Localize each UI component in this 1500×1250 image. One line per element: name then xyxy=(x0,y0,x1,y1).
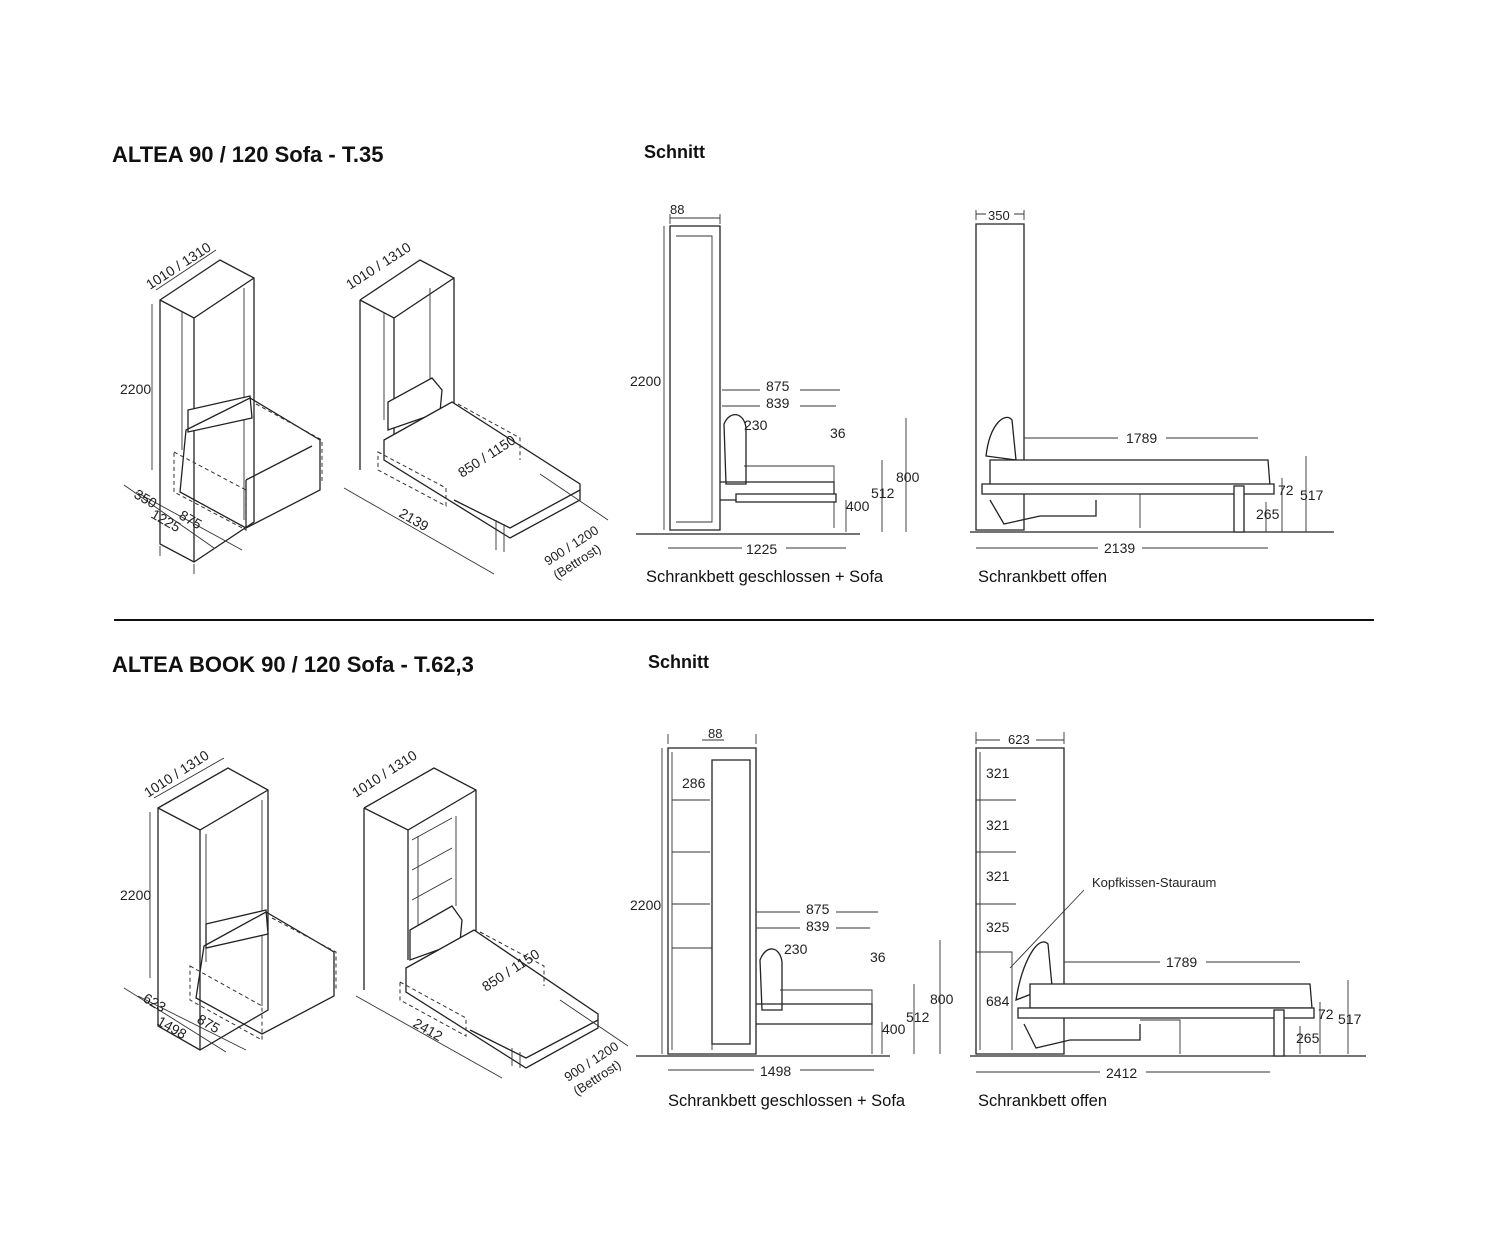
iso-open-width: 1010 / 1310 xyxy=(343,239,414,293)
section-title: ALTEA BOOK 90 / 120 Sofa - T.62,3 xyxy=(112,652,474,677)
iso-closed-width: 1010 / 1310 xyxy=(143,239,214,293)
open-dim-265: 265 xyxy=(1296,1030,1320,1046)
closed-dim-height: 2200 xyxy=(630,897,661,913)
open-dim-72: 72 xyxy=(1318,1006,1334,1022)
open-storage-label: Kopfkissen-Stauraum xyxy=(1092,875,1216,890)
closed-dim-height: 2200 xyxy=(630,373,661,389)
closed-dim-286: 286 xyxy=(682,775,706,791)
section-label-schnitt: Schnitt xyxy=(648,652,709,672)
open-dim-bottom: 2412 xyxy=(1106,1065,1137,1081)
open-shelf-2: 321 xyxy=(986,817,1010,833)
iso-closed-height: 2200 xyxy=(120,381,151,397)
closed-dim-top: 88 xyxy=(670,202,684,217)
iso-closed-cabinet-sofa xyxy=(123,249,323,574)
iso-open-width: 1010 / 1310 xyxy=(349,747,420,801)
closed-dim-512: 512 xyxy=(906,1009,930,1025)
section-title: ALTEA 90 / 120 Sofa - T.35 xyxy=(112,142,383,167)
open-dim-1789: 1789 xyxy=(1126,430,1157,446)
closed-dim-839: 839 xyxy=(806,918,830,934)
closed-dim-800: 800 xyxy=(896,469,920,485)
iso-closed-sofa-depth: 875 xyxy=(195,1011,223,1037)
closed-dim-bottom: 1498 xyxy=(760,1063,791,1079)
section-altea: ALTEA 90 / 120 Sofa - T.35 Schnitt 2200 … xyxy=(112,142,1334,586)
open-dim-1789: 1789 xyxy=(1166,954,1197,970)
section-altea-book: ALTEA BOOK 90 / 120 Sofa - T.62,3 Schnit… xyxy=(112,652,1366,1110)
section-open-drawing xyxy=(970,210,1334,549)
closed-dim-400: 400 xyxy=(846,498,870,514)
open-caption: Schrankbett offen xyxy=(978,568,1107,586)
closed-caption: Schrankbett geschlossen + Sofa xyxy=(646,568,884,586)
open-dim-265: 265 xyxy=(1256,506,1280,522)
closed-dim-36: 36 xyxy=(830,425,846,441)
iso-closed-height: 2200 xyxy=(120,887,151,903)
open-caption: Schrankbett offen xyxy=(978,1092,1107,1110)
open-dim-top: 623 xyxy=(1008,732,1030,747)
iso-closed-width: 1010 / 1310 xyxy=(141,747,212,801)
closed-dim-800: 800 xyxy=(930,991,954,1007)
open-dim-517: 517 xyxy=(1338,1011,1362,1027)
iso-open-book-cabinet-bed xyxy=(355,767,629,1079)
open-dim-72: 72 xyxy=(1278,482,1294,498)
closed-dim-36: 36 xyxy=(870,949,886,965)
open-dim-top: 350 xyxy=(988,208,1010,223)
open-shelf-3: 321 xyxy=(986,868,1010,884)
open-dim-517: 517 xyxy=(1300,487,1324,503)
open-dim-bottom: 2139 xyxy=(1104,540,1135,556)
closed-dim-512: 512 xyxy=(871,485,895,501)
open-shelf-1: 321 xyxy=(986,765,1010,781)
iso-open-cabinet-bed xyxy=(343,259,609,575)
iso-open-total-depth: 2139 xyxy=(397,505,432,535)
open-dim-684: 684 xyxy=(986,993,1010,1009)
closed-dim-875: 875 xyxy=(806,901,830,917)
closed-dim-230: 230 xyxy=(744,417,768,433)
iso-closed-total-depth: 1225 xyxy=(149,506,184,536)
closed-dim-400: 400 xyxy=(882,1021,906,1037)
closed-dim-top: 88 xyxy=(708,726,722,741)
closed-dim-875: 875 xyxy=(766,378,790,394)
closed-caption: Schrankbett geschlossen + Sofa xyxy=(668,1092,906,1110)
iso-open-total-depth: 2412 xyxy=(411,1015,446,1045)
iso-closed-depth: 623 xyxy=(141,990,169,1016)
section-label-schnitt: Schnitt xyxy=(644,142,705,162)
iso-closed-book-cabinet-sofa xyxy=(123,757,337,1053)
closed-dim-230: 230 xyxy=(784,941,808,957)
section-open-drawing xyxy=(970,732,1366,1073)
closed-dim-bottom: 1225 xyxy=(746,541,777,557)
open-shelf-4: 325 xyxy=(986,919,1010,935)
iso-closed-total-depth: 1498 xyxy=(155,1013,190,1043)
section-closed-drawing xyxy=(636,214,907,549)
section-closed-drawing xyxy=(636,734,941,1071)
closed-dim-839: 839 xyxy=(766,395,790,411)
